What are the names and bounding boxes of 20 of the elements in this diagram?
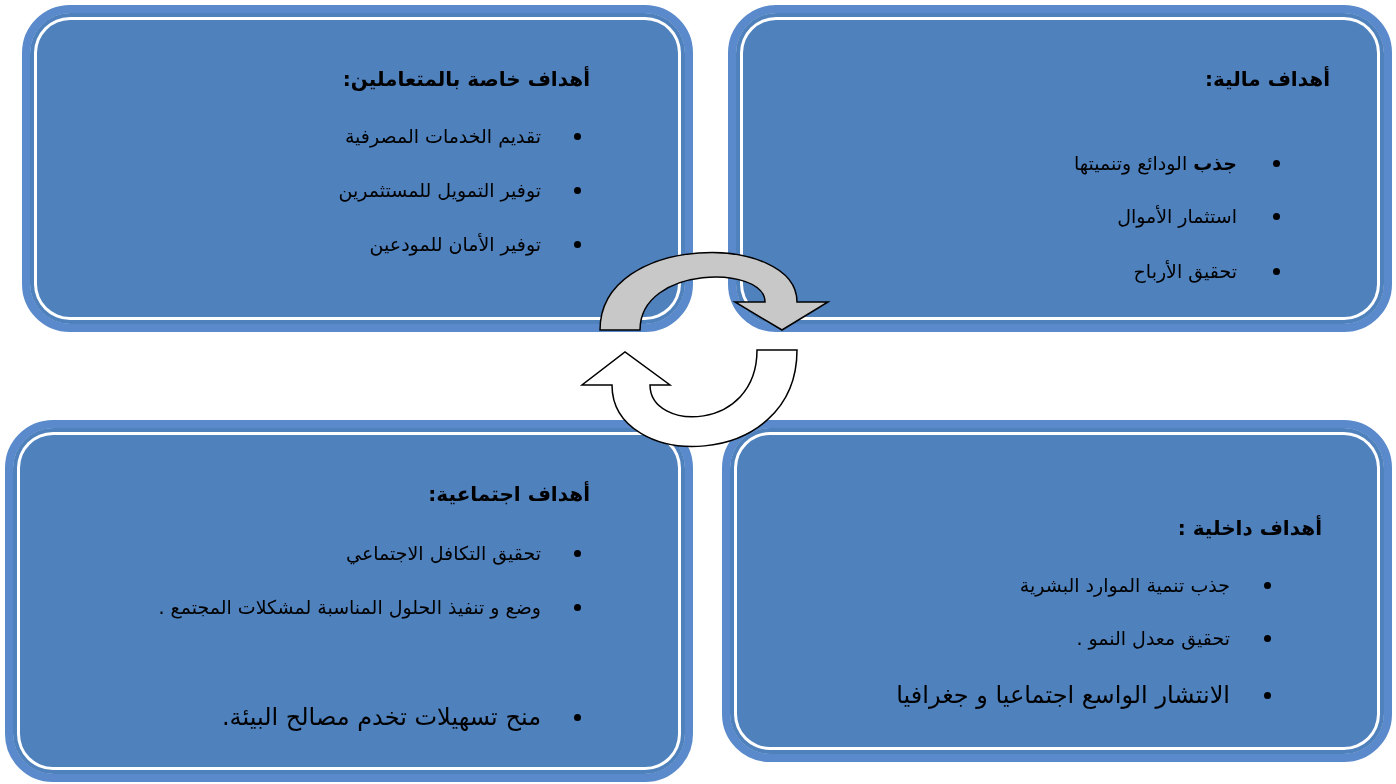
list-item: وضع و تنفيذ الحلول المناسبة لمشكلات المجتمع . <box>157 595 541 621</box>
text-box <box>5 420 693 782</box>
heading: أهداف داخلية : <box>1177 516 1322 540</box>
list-item: جذب الودائع وتنميتها <box>1073 151 1237 175</box>
heading: أهداف اجتماعية: <box>428 482 590 506</box>
list-item: استثمار الأموال <box>1117 204 1237 228</box>
text-box <box>728 5 1392 332</box>
heading: أهداف مالية: <box>1204 67 1330 91</box>
list-item: توفير الأمان للمودعين <box>369 232 541 256</box>
list-item: تحقيق معدل النمو . <box>1076 626 1230 650</box>
list-item: الانتشار الواسع اجتماعيا و جغرافيا <box>896 681 1230 709</box>
list-item: جذب تنمية الموارد البشرية <box>1019 573 1230 597</box>
text-box <box>722 420 1392 762</box>
text-box <box>22 5 693 332</box>
list-item: تحقيق التكافل الاجتماعي <box>346 541 541 565</box>
heading: أهداف خاصة بالمتعاملين: <box>342 67 590 91</box>
list-item: تحقيق الأرباح <box>1133 259 1237 283</box>
list-item: منح تسهيلات تخدم مصالح البيئة. <box>221 703 541 731</box>
list-item: تقديم الخدمات المصرفية <box>344 124 541 148</box>
list-item: توفير التمويل للمستثمرين <box>338 178 541 202</box>
